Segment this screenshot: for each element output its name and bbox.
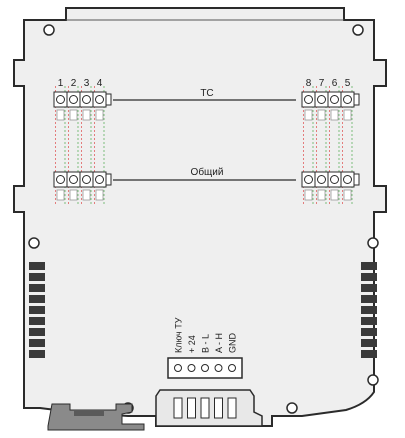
terminal-block-bottom-right xyxy=(301,171,360,201)
vent-slot xyxy=(29,306,45,314)
terminal-end-cap xyxy=(105,93,112,106)
terminal-clamp xyxy=(95,109,104,121)
terminal-clamp xyxy=(343,189,352,201)
mounting-hole-rb xyxy=(367,374,379,386)
terminal-screw xyxy=(343,175,352,184)
terminal-number: 3 xyxy=(84,78,90,89)
tc-bus-label: ТС xyxy=(200,88,213,99)
terminal-clamp xyxy=(343,109,352,121)
terminal-clamp xyxy=(82,189,91,201)
terminal-number: 4 xyxy=(97,78,103,89)
terminal-number: 8 xyxy=(306,78,312,89)
vent-slot xyxy=(361,328,377,336)
terminal-screw xyxy=(95,95,104,104)
terminal-end-cap xyxy=(105,173,112,186)
terminal-number: 6 xyxy=(332,78,338,89)
terminal-clamp xyxy=(56,189,65,201)
terminal-end-cap xyxy=(353,93,360,106)
terminal-clamp xyxy=(95,189,104,201)
vent-slot xyxy=(361,306,377,314)
bottom-connector xyxy=(155,357,263,427)
vent-slot xyxy=(29,295,45,303)
socket-pin xyxy=(187,364,196,372)
mounting-hole-mr xyxy=(367,237,379,249)
terminal-screw xyxy=(56,95,65,104)
terminal-block-top-right xyxy=(301,91,360,121)
vent-slot xyxy=(29,273,45,281)
vent-slot xyxy=(29,339,45,347)
socket-pin xyxy=(174,364,182,372)
connector-pin-label: Ключ ТУ xyxy=(174,317,184,353)
vent-slot xyxy=(361,295,377,303)
mounting-hole-ml xyxy=(28,237,40,249)
terminal-screw xyxy=(330,95,339,104)
terminal-screw xyxy=(82,175,91,184)
plug-pin xyxy=(173,397,183,419)
vent-slot xyxy=(361,273,377,281)
terminal-block-top-left xyxy=(53,91,112,121)
plug-pin xyxy=(214,397,223,419)
vent-slot xyxy=(361,339,377,347)
terminal-screw xyxy=(343,95,352,104)
terminal-screw xyxy=(95,175,104,184)
plug-pin xyxy=(200,397,210,419)
connector-pin-label: B - L xyxy=(201,334,211,353)
common-bus-label: Общий xyxy=(191,166,224,178)
vent-slot xyxy=(29,350,45,358)
connector-pin-label: + 24 xyxy=(187,335,197,353)
terminal-screw xyxy=(69,175,78,184)
housing-outline xyxy=(13,7,387,427)
terminal-screw xyxy=(330,175,339,184)
mounting-hole-tl xyxy=(43,24,55,36)
socket-pin xyxy=(201,364,209,372)
terminal-block-bottom-left xyxy=(53,171,112,201)
terminal-clamp xyxy=(69,109,78,121)
terminal-number: 1 xyxy=(58,78,64,89)
socket-pin xyxy=(214,364,223,372)
terminal-screw xyxy=(304,95,313,104)
vent-slot xyxy=(361,317,377,325)
mounting-hole-br xyxy=(286,402,298,414)
terminal-number: 2 xyxy=(71,78,77,89)
plug-pin xyxy=(187,397,196,419)
connector-pin-label: A - H xyxy=(214,333,224,353)
terminal-screw xyxy=(56,175,65,184)
terminal-screw xyxy=(69,95,78,104)
terminal-screw xyxy=(82,95,91,104)
terminal-clamp xyxy=(317,109,326,121)
vent-slot xyxy=(29,284,45,292)
terminal-clamp xyxy=(317,189,326,201)
terminal-clamp xyxy=(304,109,313,121)
mounting-hole-tr xyxy=(352,24,364,36)
terminal-clamp xyxy=(56,109,65,121)
vent-slot xyxy=(361,262,377,270)
socket-pin xyxy=(228,364,236,372)
terminal-clamp xyxy=(82,109,91,121)
terminal-screw xyxy=(317,95,326,104)
terminal-screw xyxy=(304,175,313,184)
din-latch xyxy=(47,403,145,431)
terminal-clamp xyxy=(330,189,339,201)
vent-slot xyxy=(29,262,45,270)
latch-slot xyxy=(74,410,104,416)
terminal-clamp xyxy=(330,109,339,121)
vent-slot xyxy=(361,350,377,358)
terminal-number: 7 xyxy=(319,78,325,89)
vent-grille-left xyxy=(29,262,45,358)
connector-pin-label: GND xyxy=(228,333,238,354)
terminal-number: 5 xyxy=(345,78,351,89)
terminal-screw xyxy=(317,175,326,184)
vent-slot xyxy=(361,284,377,292)
terminal-clamp xyxy=(304,189,313,201)
plug-pin xyxy=(227,397,237,419)
terminal-clamp xyxy=(69,189,78,201)
vent-slot xyxy=(29,317,45,325)
vent-grille-right xyxy=(361,262,377,358)
vent-slot xyxy=(29,328,45,336)
terminal-end-cap xyxy=(353,173,360,186)
